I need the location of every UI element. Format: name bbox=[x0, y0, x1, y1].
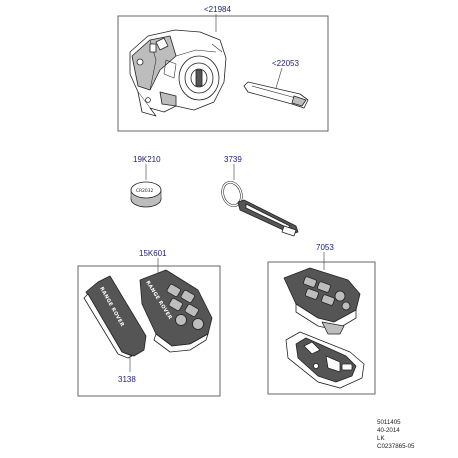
blade-cover-drawing[interactable]: RANGE ROVER bbox=[83, 275, 147, 359]
key-housing-bottom-drawing[interactable] bbox=[285, 331, 365, 389]
emergency-key-drawing[interactable] bbox=[218, 178, 299, 237]
label-blade-cover[interactable]: 3138 bbox=[118, 375, 136, 384]
reference-line-1: 5011405 bbox=[377, 419, 401, 426]
ignition-group-frame bbox=[117, 15, 329, 132]
housing-group-frame bbox=[267, 261, 376, 395]
battery-marking: CR2032 bbox=[136, 188, 153, 194]
reference-line-2: 40-2014 bbox=[377, 427, 400, 434]
ignition-switch-drawing[interactable] bbox=[129, 29, 227, 117]
label-key-housing[interactable]: 7053 bbox=[316, 243, 334, 252]
label-ignition-switch[interactable]: <21984 bbox=[204, 5, 231, 14]
fob-group-frame bbox=[77, 265, 221, 397]
drawing-reference-block: 5011405 40-2014 LK C0237865-05 bbox=[377, 419, 415, 450]
label-emergency-key[interactable]: 3739 bbox=[224, 155, 242, 164]
smart-key-fob-drawing[interactable]: RANGE ROVER bbox=[139, 269, 213, 353]
label-key-blade[interactable]: <22053 bbox=[272, 59, 299, 68]
reference-line-3: LK bbox=[377, 435, 385, 442]
leader-key-blade bbox=[275, 67, 283, 89]
label-smart-key-fob[interactable]: 15K601 bbox=[139, 249, 167, 258]
reference-line-4: C0237865-05 bbox=[377, 443, 415, 450]
key-blade-drawing[interactable] bbox=[243, 81, 309, 109]
label-battery[interactable]: 19K210 bbox=[133, 155, 161, 164]
key-housing-top-drawing[interactable] bbox=[283, 267, 361, 335]
battery-drawing[interactable]: CR2032 bbox=[130, 181, 162, 208]
